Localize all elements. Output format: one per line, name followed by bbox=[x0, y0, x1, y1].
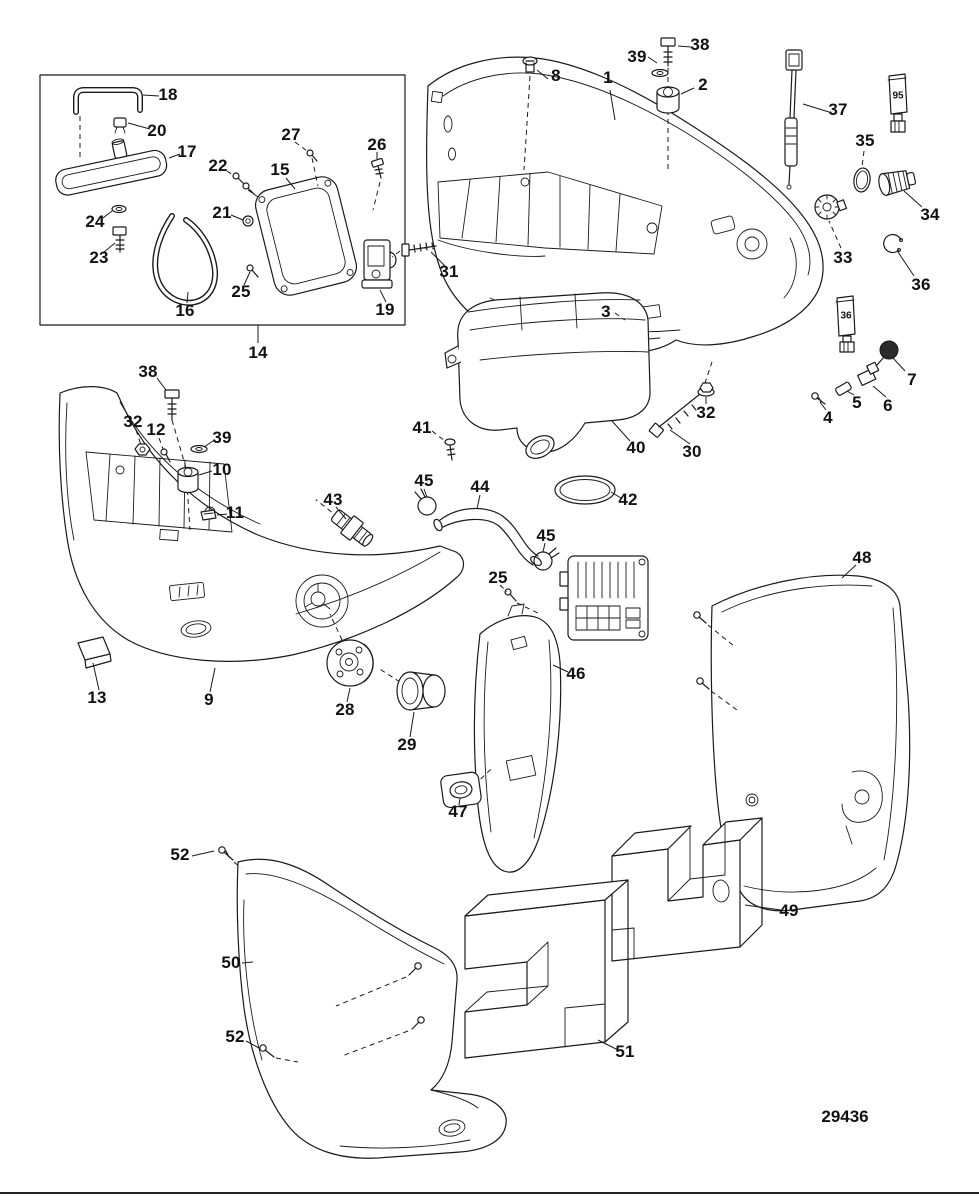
part-grommet-21 bbox=[243, 216, 253, 226]
part-cap-34 bbox=[877, 167, 917, 196]
part-oring-35 bbox=[852, 167, 871, 193]
leader-lines bbox=[93, 46, 922, 1050]
part-screw-12 bbox=[161, 449, 170, 462]
part-tube-18 bbox=[76, 90, 140, 158]
part-foam-51 bbox=[465, 880, 628, 1058]
part-clip-11 bbox=[201, 510, 216, 520]
part-top-cowl bbox=[427, 57, 824, 352]
part-screw-8 bbox=[523, 57, 537, 170]
part-tube-95 bbox=[888, 74, 907, 132]
part-screw-26 bbox=[371, 158, 383, 210]
ecu-module bbox=[560, 556, 648, 640]
part-washer-39-left bbox=[191, 446, 207, 453]
part-panel-50 bbox=[237, 859, 506, 1158]
part-washer-24 bbox=[112, 206, 126, 213]
part-clip-20 bbox=[114, 118, 126, 133]
part-clip-36 bbox=[884, 235, 903, 253]
part-bolt-30 bbox=[649, 362, 714, 438]
part-bolt-23 bbox=[113, 227, 126, 252]
part-canister-28 bbox=[327, 614, 373, 686]
part-panel-48 bbox=[694, 575, 910, 911]
part-dipstick-37 bbox=[785, 50, 802, 189]
part-cable-16 bbox=[155, 216, 215, 303]
part-screw-41 bbox=[445, 439, 455, 460]
part-knob-33 bbox=[815, 195, 846, 219]
part-hose-44 bbox=[432, 508, 543, 567]
part-screw-52-bottom bbox=[260, 1045, 298, 1062]
part-oring-42 bbox=[555, 476, 615, 504]
part-pin-5 bbox=[835, 382, 852, 396]
part-sleeve-29 bbox=[378, 668, 445, 710]
part-fitting-6 bbox=[858, 362, 879, 385]
part-knob-7 bbox=[877, 341, 898, 365]
part-screw-25-inset bbox=[247, 265, 258, 277]
part-tube-36 bbox=[836, 296, 855, 352]
part-grommet-10 bbox=[178, 468, 198, 493]
part-latch-19 bbox=[362, 240, 396, 288]
drawing-number: 29436 bbox=[821, 1107, 869, 1126]
part-screw-27 bbox=[307, 150, 318, 186]
part-screw-4 bbox=[812, 393, 825, 404]
part-airbox-40 bbox=[445, 293, 650, 463]
part-left-cowl-9 bbox=[59, 387, 463, 662]
part-latch-handle-17 bbox=[50, 130, 169, 197]
part-grommet-2 bbox=[657, 87, 679, 113]
part-foam-49 bbox=[612, 818, 762, 961]
inset-box-14 bbox=[40, 75, 405, 343]
part-pin-31 bbox=[392, 243, 436, 257]
part-pad-13 bbox=[78, 637, 111, 668]
page-bottom-rule bbox=[0, 1192, 979, 1194]
part-fitting-43 bbox=[309, 491, 377, 551]
part-grommet-47 bbox=[440, 767, 498, 808]
part-bolt-38-top bbox=[652, 38, 675, 172]
part-screw-52-top bbox=[219, 847, 241, 868]
part-panel-46 bbox=[474, 604, 560, 872]
part-gasket-plate-15 bbox=[252, 173, 360, 298]
part-nut-32-left bbox=[135, 444, 150, 455]
